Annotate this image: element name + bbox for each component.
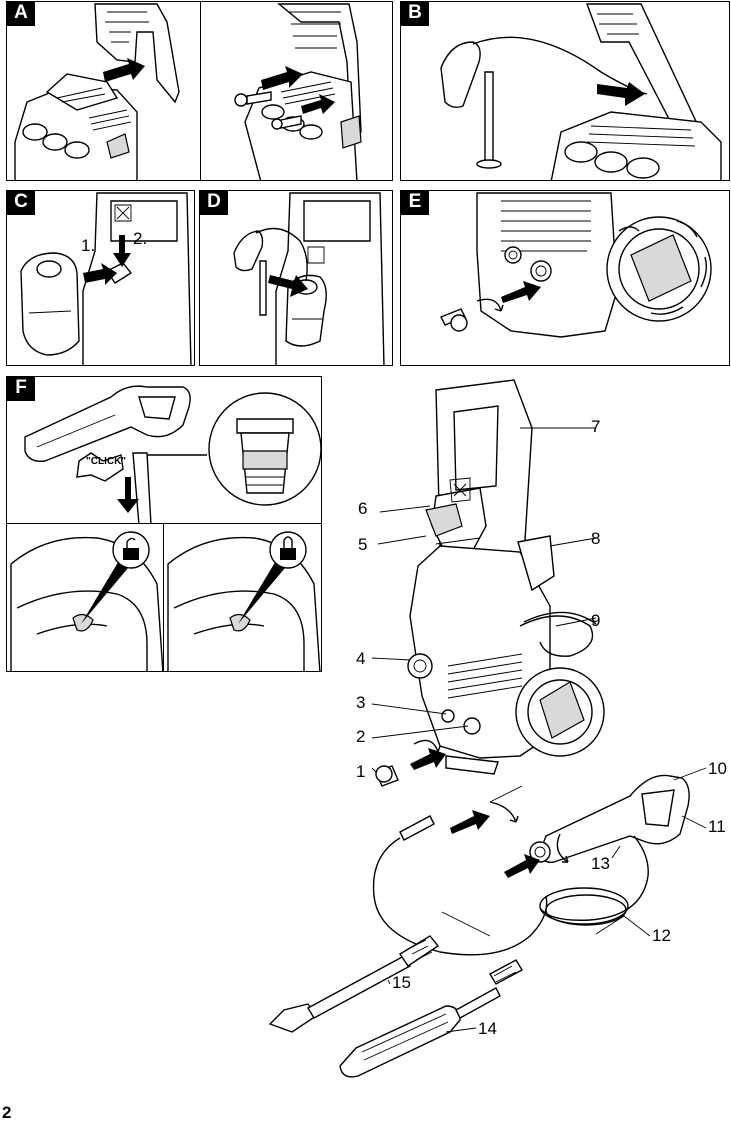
pressure-washer-exploded-view [268, 379, 707, 1078]
main-assembly-diagram: 7 6 5 8 9 4 3 2 1 10 11 13 12 15 14 [250, 376, 731, 1096]
callout-1: 1 [356, 762, 366, 781]
callout-4: 4 [356, 649, 366, 668]
callout-3: 3 [356, 693, 366, 712]
callout-6: 6 [358, 499, 368, 518]
callout-14: 14 [478, 1019, 497, 1038]
step-1-label: 1. [81, 236, 96, 255]
panel-f: F "CLICK" [6, 376, 322, 525]
panel-d: D [199, 190, 393, 366]
panel-e: E [400, 190, 730, 366]
panel-label: C [7, 191, 35, 215]
panel-f-unlocked [6, 523, 165, 672]
callout-7: 7 [591, 417, 601, 436]
callout-9: 9 [591, 611, 601, 630]
callout-11: 11 [708, 817, 726, 836]
panel-c: C 1. 2. [6, 190, 195, 366]
lid-screw-illustration [234, 3, 362, 180]
callout-5: 5 [358, 535, 368, 554]
panel-label: D [200, 191, 228, 215]
hose-connection-illustration [440, 192, 712, 338]
lance-mount-illustration [233, 192, 385, 365]
quick-coupling-illustration [24, 385, 321, 524]
step-2-label: 2. [133, 229, 148, 248]
callout-2: 2 [356, 727, 366, 746]
holder-mount-illustration [20, 192, 192, 365]
panel-label: F [7, 377, 35, 401]
trigger-unlocked-illustration [10, 531, 164, 671]
panel-b: B [400, 1, 730, 181]
panel-label: B [401, 2, 429, 26]
callout-10: 10 [708, 759, 727, 778]
trigger-locked-illustration [167, 531, 321, 671]
callout-12: 12 [652, 926, 671, 945]
click-text: "CLICK" [86, 456, 127, 467]
callout-13: 13 [591, 854, 610, 873]
panel-a: A [6, 1, 202, 181]
lid-removal-illustration [14, 3, 180, 180]
panel-label: E [401, 191, 429, 215]
page-number: 2 [2, 1103, 12, 1122]
callout-8: 8 [591, 529, 601, 548]
spray-lance-storage-illustration [440, 3, 722, 180]
panel-label: A [7, 2, 35, 26]
panel-a-insert [200, 1, 393, 181]
callout-15: 15 [392, 973, 411, 992]
panel-f-locked [163, 523, 322, 672]
